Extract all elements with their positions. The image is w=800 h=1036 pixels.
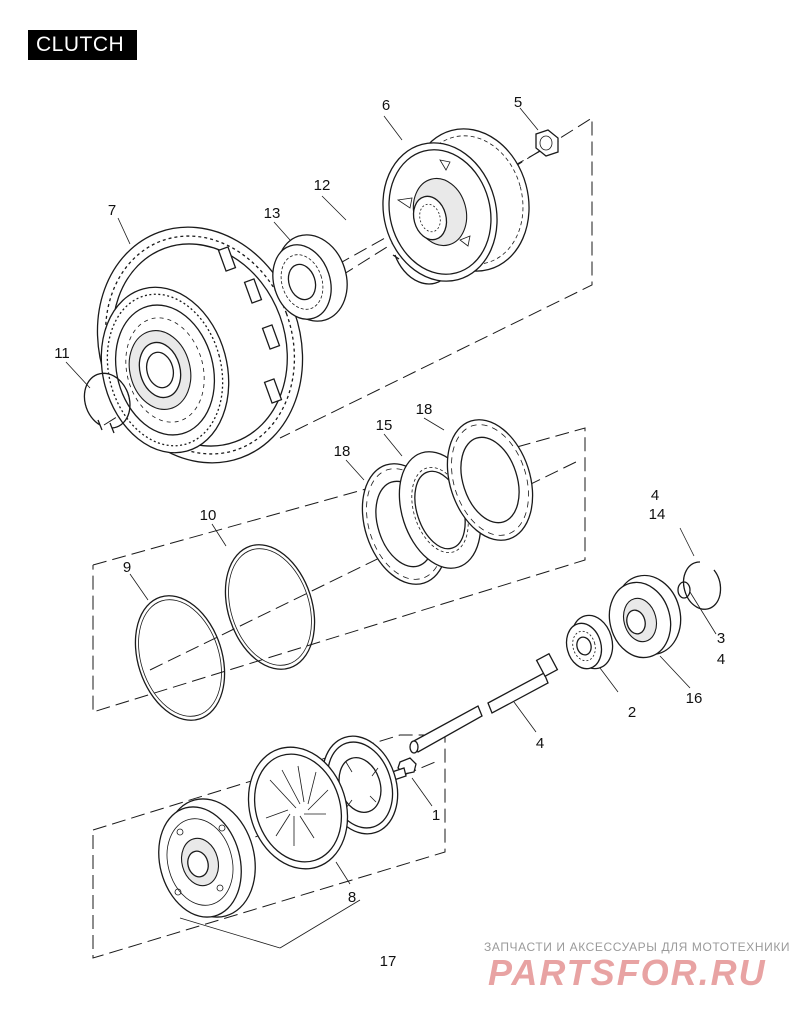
- callout-4-pushrod: 4: [536, 735, 544, 752]
- callout-numbers: 1 2 3 4 4 4 5 6 7 8 9 10 11 12 13 14 15 …: [54, 94, 725, 970]
- callout-1: 1: [432, 807, 440, 824]
- callout-6: 6: [382, 97, 390, 114]
- callout-7: 7: [108, 202, 116, 219]
- nut-part-5: [535, 129, 559, 157]
- callout-10: 10: [200, 507, 217, 524]
- callout-14: 14: [649, 506, 666, 523]
- callout-15: 15: [376, 417, 393, 434]
- adjuster-part-16: [608, 574, 682, 659]
- watermark-logo: PARTSFOR.RU: [488, 952, 767, 993]
- clutch-shell-part-7: [96, 226, 304, 464]
- callout-16: 16: [686, 690, 703, 707]
- callout-5: 5: [514, 94, 522, 111]
- callout-18-front: 18: [334, 443, 351, 460]
- page-title: CLUTCH: [28, 30, 137, 60]
- leader-lines: [65, 107, 717, 949]
- callout-4-upper: 4: [651, 487, 659, 504]
- clutch-hub-part-6: [382, 128, 530, 282]
- callout-11: 11: [54, 345, 70, 362]
- assembly-frame-upper: [103, 117, 593, 439]
- friction-plate-part-18-rear: [446, 419, 534, 541]
- bearing-part-2: [565, 614, 614, 670]
- callout-12: 12: [314, 177, 331, 194]
- callout-17: 17: [380, 953, 397, 970]
- watermark-subtitle: ЗАПЧАСТИ И АКСЕССУАРЫ ДЛЯ МОТОТЕХНИКИ: [484, 940, 791, 954]
- pressure-plate-part-17: [158, 798, 256, 918]
- callout-13: 13: [264, 205, 281, 222]
- callout-18-rear: 18: [416, 401, 433, 418]
- pushrod-part-4: [409, 652, 559, 754]
- retaining-ring-part-11: [83, 372, 131, 434]
- o-ring-part-9: [134, 595, 226, 721]
- diaphragm-spring-part-8: [247, 746, 349, 870]
- callout-4-lower: 4: [717, 651, 725, 668]
- callout-2: 2: [628, 704, 636, 721]
- retaining-ring-part-14: [682, 561, 722, 610]
- bearing-part-13: [272, 234, 348, 322]
- o-ring-part-10: [224, 544, 316, 670]
- callout-3: 3: [717, 630, 725, 647]
- callout-8: 8: [348, 889, 356, 906]
- callout-9: 9: [123, 559, 131, 576]
